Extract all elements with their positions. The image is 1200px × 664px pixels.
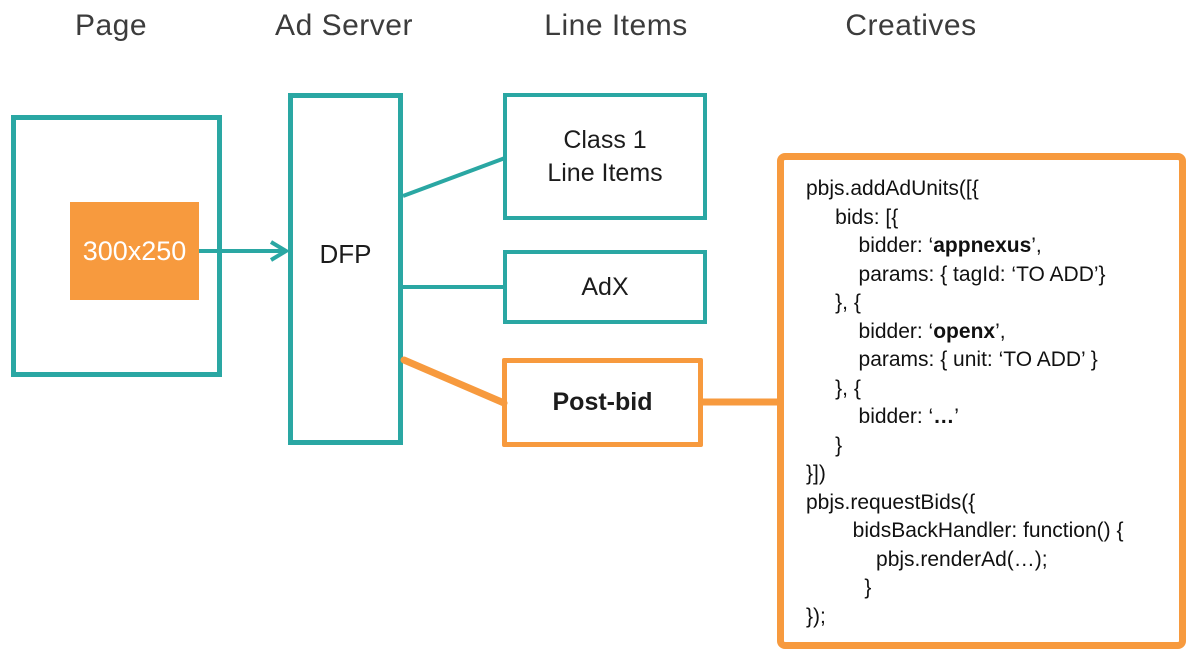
- code-line: pbjs.requestBids({: [806, 490, 976, 514]
- code-line: bids: [{: [806, 205, 899, 229]
- column-heading-line-items: Line Items: [544, 9, 688, 42]
- code-line: bidsBackHandler: function() {: [806, 519, 1124, 542]
- creatives-code-box: pbjs.addAdUnits([{ bids: [{ bidder: ‘app…: [777, 153, 1186, 649]
- code-line: bidder: ‘…’: [806, 405, 959, 428]
- class1-line-items-box: Class 1 Line Items: [503, 93, 707, 220]
- column-heading-ad-server: Ad Server: [275, 9, 413, 42]
- code-line: bidder: ‘openx’,: [806, 319, 1006, 343]
- code-line: }: [806, 576, 872, 599]
- ad-slot-label: 300x250: [82, 235, 187, 266]
- code-line: }: [806, 433, 843, 457]
- ad-slot-300x250: 300x250: [70, 202, 199, 300]
- dfp-box: DFP: [288, 93, 403, 445]
- class1-label-line2: Line Items: [547, 158, 663, 187]
- code-line: params: { unit: ‘TO ADD’ }: [806, 348, 1098, 371]
- code-line: pbjs.addAdUnits([{: [806, 177, 979, 200]
- postbid-label: Post-bid: [552, 388, 653, 416]
- adx-box: AdX: [503, 250, 707, 324]
- code-line: bidder: ‘appnexus’,: [806, 234, 1042, 257]
- column-heading-page: Page: [74, 9, 148, 42]
- dfp-to-postbid-line: [400, 356, 508, 407]
- postbid-box: Post-bid: [502, 358, 703, 447]
- page-to-dfp-arrowhead-icon: [269, 240, 290, 262]
- column-heading-creatives: Creatives: [845, 9, 977, 42]
- dfp-label: DFP: [319, 238, 372, 269]
- code-line: pbjs.renderAd(…);: [806, 547, 1048, 571]
- code-line: }]): [806, 462, 826, 485]
- code-line: });: [806, 604, 826, 628]
- class1-label-line1: Class 1: [563, 125, 647, 154]
- code-line: params: { tagId: ‘TO ADD’}: [806, 262, 1106, 286]
- dfp-to-class1-line: [402, 156, 506, 198]
- adx-label: AdX: [581, 272, 629, 301]
- code-line: }, {: [806, 291, 861, 314]
- code-line: }, {: [806, 376, 861, 400]
